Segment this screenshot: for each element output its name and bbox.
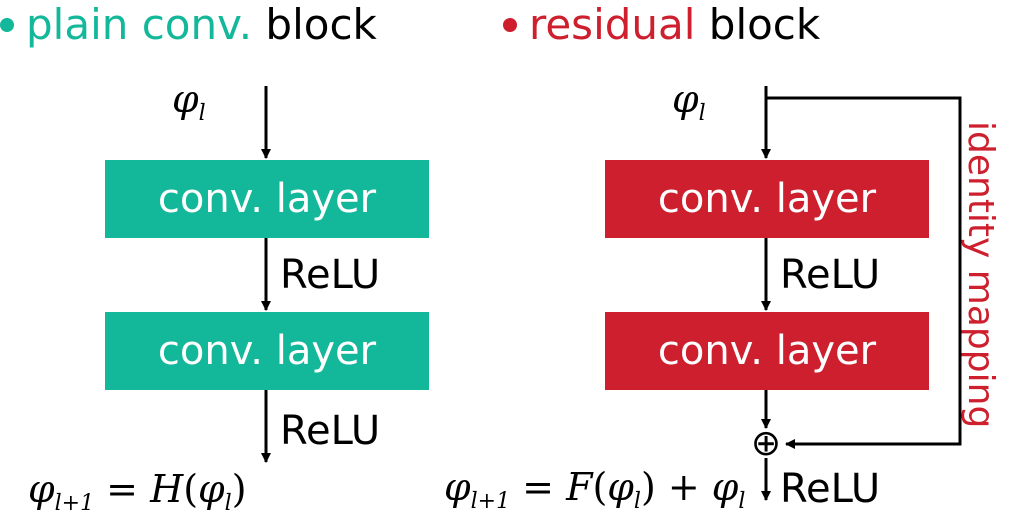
residual-conv-layer-1: conv. layer xyxy=(605,160,929,238)
residual-input-phi: φl xyxy=(672,77,706,126)
residual-heading-colored: residual xyxy=(529,0,696,49)
plain-heading-black: block xyxy=(265,0,377,49)
plain-conv-layer-1: conv. layer xyxy=(105,160,429,238)
addition-symbol: ⊕ xyxy=(750,423,782,464)
plain-bullet-dot xyxy=(0,17,14,32)
plain-input-phi: φl xyxy=(172,77,206,126)
residual-relu-2: ReLU xyxy=(780,466,881,512)
identity-mapping-path xyxy=(766,96,962,449)
plain-output-formula: φl+1 = H(φl) xyxy=(28,467,247,516)
identity-mapping-label: identity mapping xyxy=(960,121,1001,429)
plain-relu-2: ReLU xyxy=(280,408,381,454)
residual-conv-layer-2: conv. layer xyxy=(605,312,929,390)
residual-relu-1: ReLU xyxy=(780,252,881,298)
residual-block-heading: residual block xyxy=(503,0,820,50)
plain-block-heading: plain conv. block xyxy=(0,0,377,50)
plain-heading-colored: plain conv. xyxy=(26,0,253,49)
residual-output-formula: φl+1 = F(φl) + φl xyxy=(444,465,746,514)
residual-heading-black: block xyxy=(708,0,821,49)
plain-conv-layer-2: conv. layer xyxy=(105,312,429,390)
plain-relu-1: ReLU xyxy=(280,252,381,298)
residual-bullet-dot xyxy=(503,17,517,32)
